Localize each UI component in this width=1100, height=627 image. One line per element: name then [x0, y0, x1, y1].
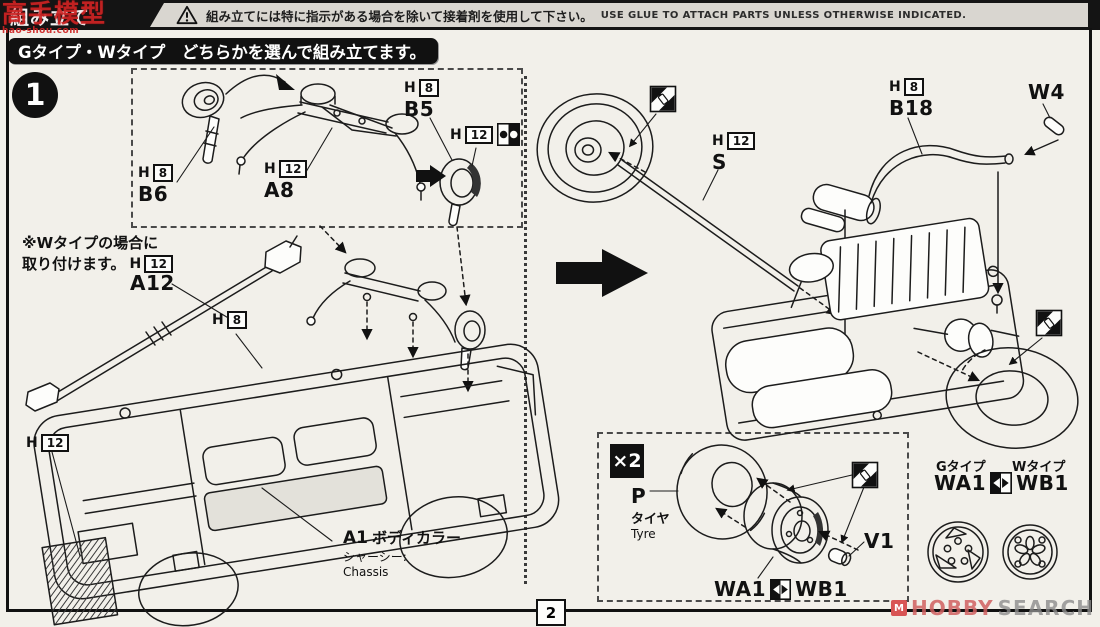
assembly-title: 組み立て: [10, 7, 91, 29]
part-class: H: [129, 255, 142, 272]
label-g-type: Gタイプ: [936, 460, 986, 475]
page-number: 2: [536, 599, 566, 626]
watermark-cn-text: 高手模型: [2, 0, 107, 28]
part-code: B6: [138, 182, 169, 206]
part-code: A1: [343, 527, 368, 548]
part-code-wb1: WB1: [795, 577, 848, 601]
either-or-symbol: [990, 472, 1013, 494]
runner-number-box: 12: [726, 132, 756, 150]
part-class: H: [712, 133, 724, 149]
glue-warning-strip: 組み立てには特に指示がある場合を除いて接着剤を使用して下さい。 USE GLUE…: [150, 3, 1088, 27]
label-wa1-wb1: WA1 WB1: [714, 577, 848, 601]
left-right-symbol: [497, 123, 521, 146]
part-class: H: [404, 80, 416, 96]
part-code: P: [631, 484, 647, 508]
runner-number-box: 12: [464, 125, 494, 144]
page-border-left: [6, 28, 9, 612]
label-a12: A12: [130, 271, 175, 295]
label-w-type: Wタイプ: [1012, 460, 1066, 475]
tyre-en-text: Tyre: [631, 527, 656, 541]
watermark-search-text: SEARCH: [997, 596, 1094, 620]
suspension-inset-box: [131, 68, 523, 228]
section-divider-dotted: [524, 76, 527, 584]
label-w4: W4: [1028, 80, 1065, 104]
page-border-right: [1089, 28, 1092, 612]
watermark-hobby-text: HOBBY: [911, 596, 994, 620]
runner-number-box: 8: [903, 78, 925, 96]
runner-number-box: 8: [226, 311, 248, 329]
part-class: H: [26, 435, 38, 451]
tyre-jp-text: タイヤ: [631, 512, 670, 527]
chassis-en-text: Chassis: [343, 565, 389, 579]
note-text: 取り付けます。: [22, 255, 126, 273]
step-number-badge: 1: [12, 72, 58, 118]
part-class: H: [450, 126, 462, 143]
part-class: H: [138, 165, 150, 181]
no-glue-icon: [1035, 309, 1063, 337]
part-code: B5: [404, 97, 435, 121]
type-select-header: Gタイプ・Wタイプ どちらかを選んで組み立てます。: [8, 38, 438, 64]
no-glue-icon: [649, 85, 677, 113]
label-v1: V1: [864, 529, 895, 553]
runner-number-box: 12: [144, 254, 173, 273]
part-class: H: [264, 161, 276, 177]
warning-text-en: USE GLUE TO ATTACH PARTS UNLESS OTHERWIS…: [600, 9, 967, 21]
quantity-x2-badge: ×2: [610, 444, 644, 478]
part-code-wa1-right: WA1: [934, 471, 987, 495]
hobbysearch-logo-icon: M: [891, 600, 907, 616]
label-p-tyre: P タイヤ Tyre: [631, 484, 670, 541]
body-color-text: ボディカラー: [372, 529, 461, 547]
part-code: B18: [889, 96, 934, 120]
runner-number-box: 12: [40, 434, 70, 452]
part-code: A8: [264, 178, 295, 202]
note-w-type-line1: ※Wタイプの場合に: [22, 234, 159, 252]
top-bar: 組み立て 組み立てには特に指示がある場合を除いて接着剤を使用して下さい。 USE…: [0, 0, 1100, 30]
runner-number-box: 12: [278, 160, 308, 178]
watermark-url-text: hao-shou.com: [2, 26, 80, 36]
runner-number-box: 8: [152, 164, 174, 182]
part-class: H: [212, 312, 224, 328]
either-or-symbol: [770, 578, 792, 600]
label-a1: A1 ボディカラー シャーシー: Chassis: [343, 527, 461, 580]
part-code-wb1-right: WB1: [1016, 471, 1069, 495]
runner-number-box: 8: [418, 79, 440, 97]
part-code-wa1: WA1: [714, 577, 767, 601]
warning-triangle-icon: [176, 5, 198, 25]
part-code: S: [712, 150, 727, 174]
chassis-jp-text: シャーシー:: [343, 550, 407, 564]
watermark-bottom-right: M HOBBY SEARCH: [891, 596, 1094, 620]
watermark-top-left: 高手模型 hao-shou.com: [2, 1, 106, 36]
warning-text-jp: 組み立てには特に指示がある場合を除いて接着剤を使用して下さい。: [206, 8, 593, 24]
label-wheel-choice: WA1 WB1: [934, 471, 1069, 495]
part-class: H: [889, 79, 901, 95]
